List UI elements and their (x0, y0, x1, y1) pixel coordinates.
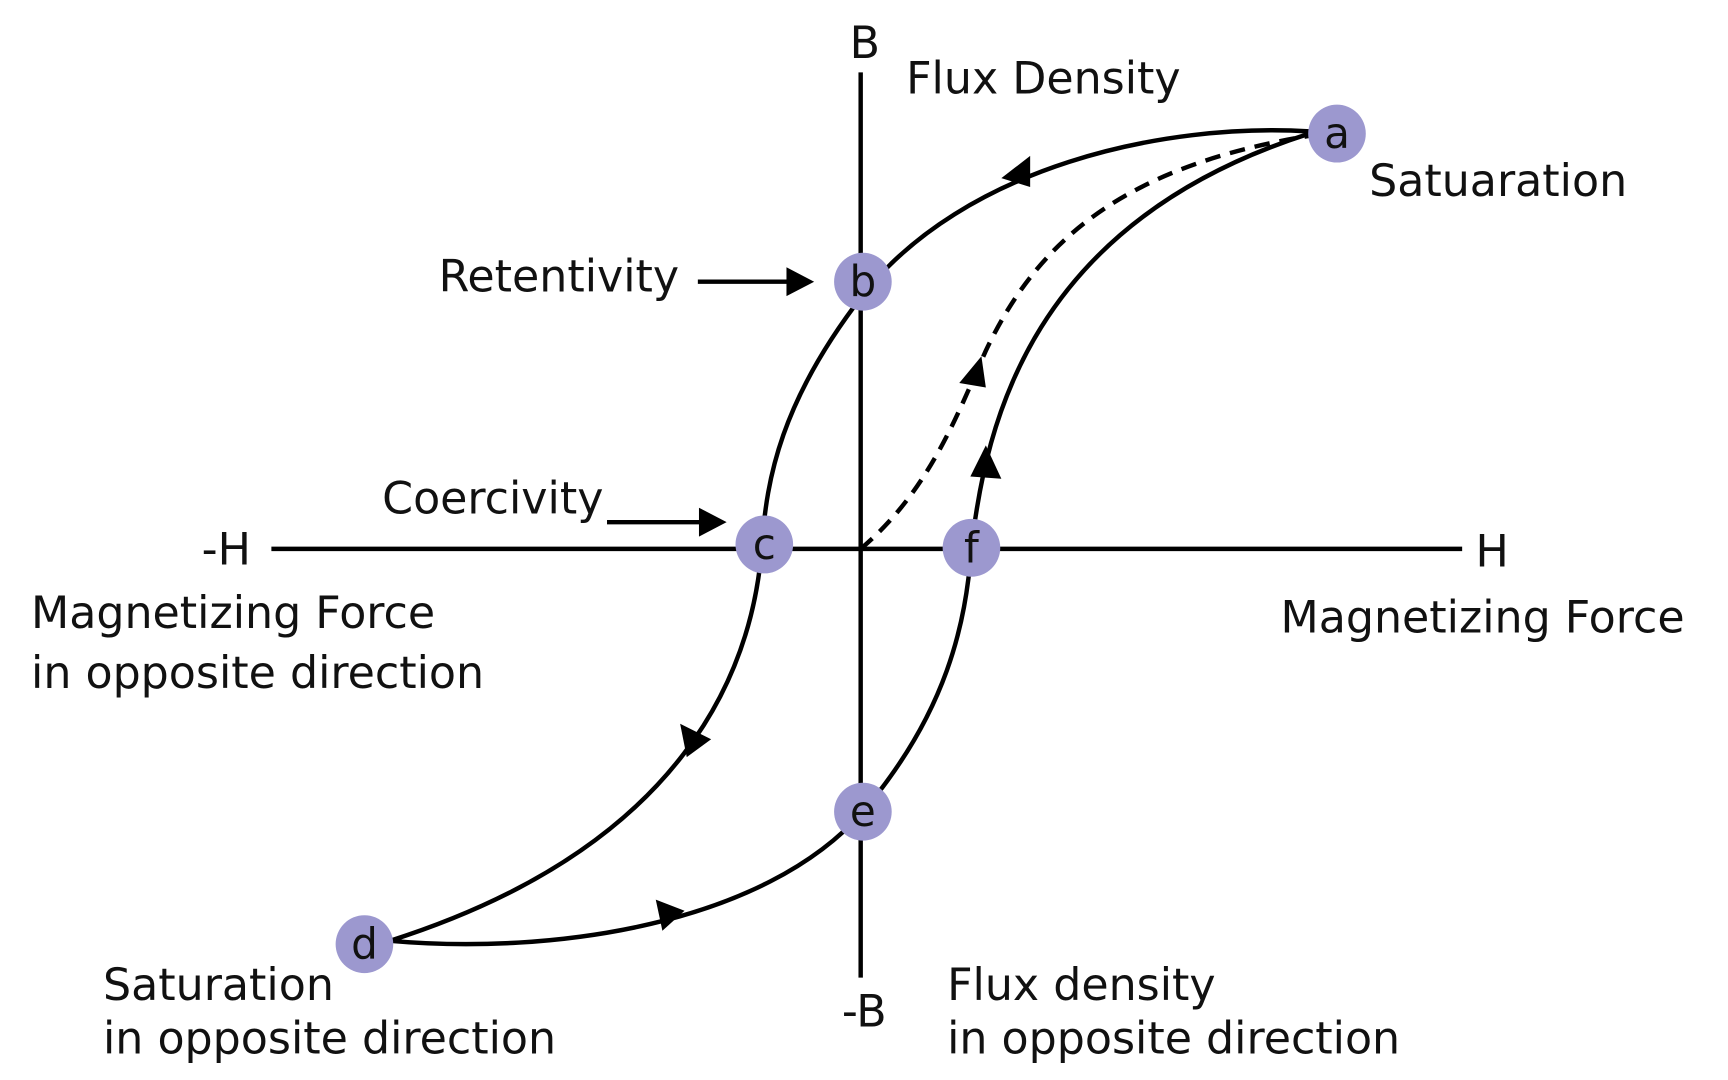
svg-text:c: c (753, 520, 776, 569)
svg-text:d: d (351, 920, 378, 969)
coercivity-arrow-head (698, 507, 727, 537)
flux-density-opposite-label-2: in opposite direction (947, 1013, 1400, 1064)
lower-branch-curve (389, 131, 1310, 947)
svg-text:b: b (850, 257, 877, 306)
point-e: e (834, 782, 892, 841)
svg-text:f: f (964, 523, 980, 572)
coercivity-label: Coercivity (382, 473, 603, 524)
retentivity-arrow-head (786, 267, 815, 297)
arrow-head-upper (1001, 155, 1031, 188)
initial-magnetization-curve (859, 133, 1310, 551)
arrow-head-dashed (959, 356, 986, 388)
flux-density-label: Flux Density (906, 53, 1181, 104)
svg-text:e: e (850, 787, 876, 836)
arrow-head-bottom (655, 899, 685, 931)
point-d: d (335, 915, 394, 974)
flux-density-opposite-label: Flux density (947, 960, 1216, 1011)
point-b: b (834, 252, 892, 311)
neg-magnetizing-force-label: Magnetizing Force (31, 588, 435, 639)
svg-text:a: a (1324, 109, 1350, 158)
neg-b-label: -B (842, 986, 887, 1037)
magnetizing-force-label: Magnetizing Force (1280, 592, 1684, 643)
point-c: c (735, 515, 794, 574)
point-a: a (1308, 104, 1366, 163)
point-f: f (942, 518, 1001, 577)
arrow-head-right-up (970, 445, 1002, 479)
saturation-opposite-label-2: in opposite direction (103, 1013, 556, 1064)
arrow-head-left-down (680, 723, 712, 758)
upper-branch-curve (389, 128, 1310, 943)
b-axis-label: B (850, 18, 880, 69)
retentivity-label: Retentivity (439, 252, 680, 303)
neg-h-label: -H (202, 524, 251, 575)
saturation-opposite-label: Saturation (103, 960, 334, 1011)
neg-magnetizing-force-label-2: in opposite direction (31, 648, 484, 699)
h-axis-label: H (1475, 527, 1508, 578)
saturation-label: Satuaration (1369, 156, 1627, 207)
